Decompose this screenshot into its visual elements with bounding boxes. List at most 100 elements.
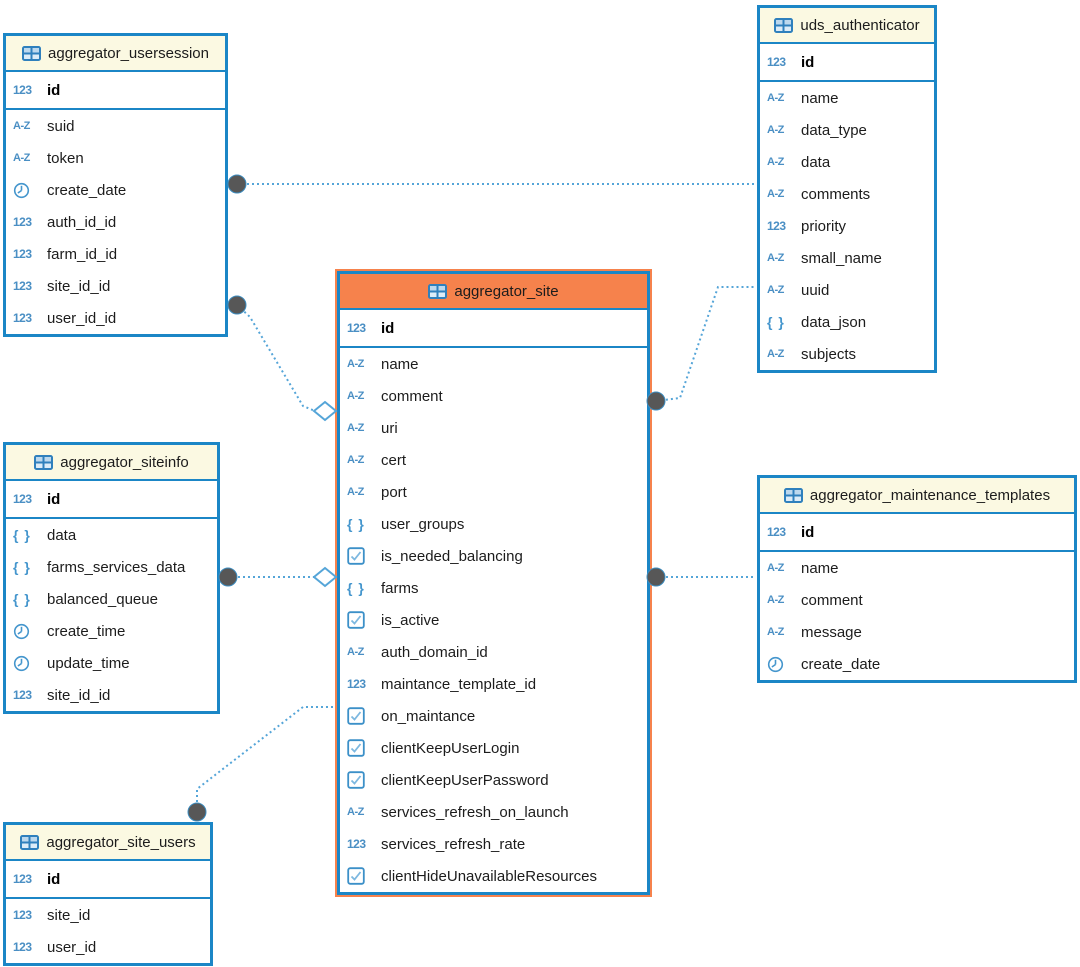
column-name: id bbox=[801, 523, 815, 541]
primary-key-row[interactable]: 123 id bbox=[760, 44, 934, 82]
column-row[interactable]: is_needed_balancing bbox=[340, 540, 647, 572]
column-row[interactable]: create_date bbox=[760, 648, 1074, 680]
entity-header[interactable]: aggregator_site_users bbox=[6, 825, 210, 861]
column-row[interactable]: { }user_groups bbox=[340, 508, 647, 540]
json-type-glyph: { } bbox=[347, 516, 365, 532]
string-type-glyph: A-Z bbox=[347, 358, 364, 370]
column-row[interactable]: { }balanced_queue bbox=[6, 583, 217, 615]
entity-title: aggregator_site_users bbox=[46, 833, 196, 851]
string-type-icon: A-Z bbox=[767, 252, 793, 264]
column-row[interactable]: is_active bbox=[340, 604, 647, 636]
number-type-icon: 123 bbox=[13, 247, 39, 261]
column-row[interactable]: create_date bbox=[6, 174, 225, 206]
number-type-icon: 123 bbox=[767, 55, 793, 69]
entity-title: aggregator_siteinfo bbox=[60, 453, 189, 471]
string-type-glyph: A-Z bbox=[767, 562, 784, 574]
entity-header[interactable]: aggregator_site bbox=[340, 274, 647, 310]
string-type-icon: A-Z bbox=[347, 646, 373, 658]
string-type-icon: A-Z bbox=[767, 124, 793, 136]
entity-title: aggregator_maintenance_templates bbox=[809, 486, 1051, 504]
column-row[interactable]: create_time bbox=[6, 615, 217, 647]
string-type-icon: A-Z bbox=[767, 156, 793, 168]
table-icon bbox=[20, 834, 40, 850]
json-type-glyph: { } bbox=[767, 314, 785, 330]
entity-header[interactable]: aggregator_maintenance_templates bbox=[760, 478, 1074, 514]
json-type-icon: { } bbox=[13, 591, 39, 607]
column-row[interactable]: update_time bbox=[6, 647, 217, 679]
column-row[interactable]: clientKeepUserLogin bbox=[340, 732, 647, 764]
number-type-icon: 123 bbox=[13, 688, 39, 702]
column-name: message bbox=[801, 623, 862, 641]
column-name: clientKeepUserLogin bbox=[381, 739, 520, 757]
relationship-line-aggregator_site_users-to-aggregator_site[interactable] bbox=[196, 706, 335, 812]
column-row[interactable]: { }data_json bbox=[760, 306, 934, 338]
column-name: priority bbox=[801, 217, 847, 235]
number-type-glyph: 123 bbox=[13, 872, 32, 886]
column-name: is_active bbox=[381, 611, 440, 629]
string-type-glyph: A-Z bbox=[347, 646, 364, 658]
number-type-icon: 123 bbox=[13, 872, 39, 886]
entity-header[interactable]: uds_authenticator bbox=[760, 8, 934, 44]
column-row[interactable]: on_maintance bbox=[340, 700, 647, 732]
column-row[interactable]: clientKeepUserPassword bbox=[340, 764, 647, 796]
string-type-icon: A-Z bbox=[767, 92, 793, 104]
number-type-icon: 123 bbox=[347, 837, 373, 851]
column-row[interactable]: { }farms bbox=[340, 572, 647, 604]
column-name: create_date bbox=[47, 181, 127, 199]
relationship-line-aggregator_usersession-to-aggregator_site[interactable] bbox=[236, 304, 316, 412]
column-name: comment bbox=[381, 387, 443, 405]
entity-header[interactable]: aggregator_siteinfo bbox=[6, 445, 217, 481]
relationship-line-aggregator_site-to-uds_authenticator[interactable] bbox=[655, 286, 754, 402]
column-name: id bbox=[801, 53, 815, 71]
column-row[interactable]: clientHideUnavailableResources bbox=[340, 860, 647, 892]
column-row[interactable]: { }farms_services_data bbox=[6, 551, 217, 583]
number-type-glyph: 123 bbox=[13, 83, 32, 97]
entity-header[interactable]: aggregator_usersession bbox=[6, 36, 225, 72]
string-type-glyph: A-Z bbox=[347, 422, 364, 434]
entity-title: aggregator_usersession bbox=[48, 44, 209, 62]
json-type-icon: { } bbox=[13, 527, 39, 543]
json-type-icon: { } bbox=[347, 516, 373, 532]
column-row[interactable]: { }data bbox=[6, 519, 217, 551]
